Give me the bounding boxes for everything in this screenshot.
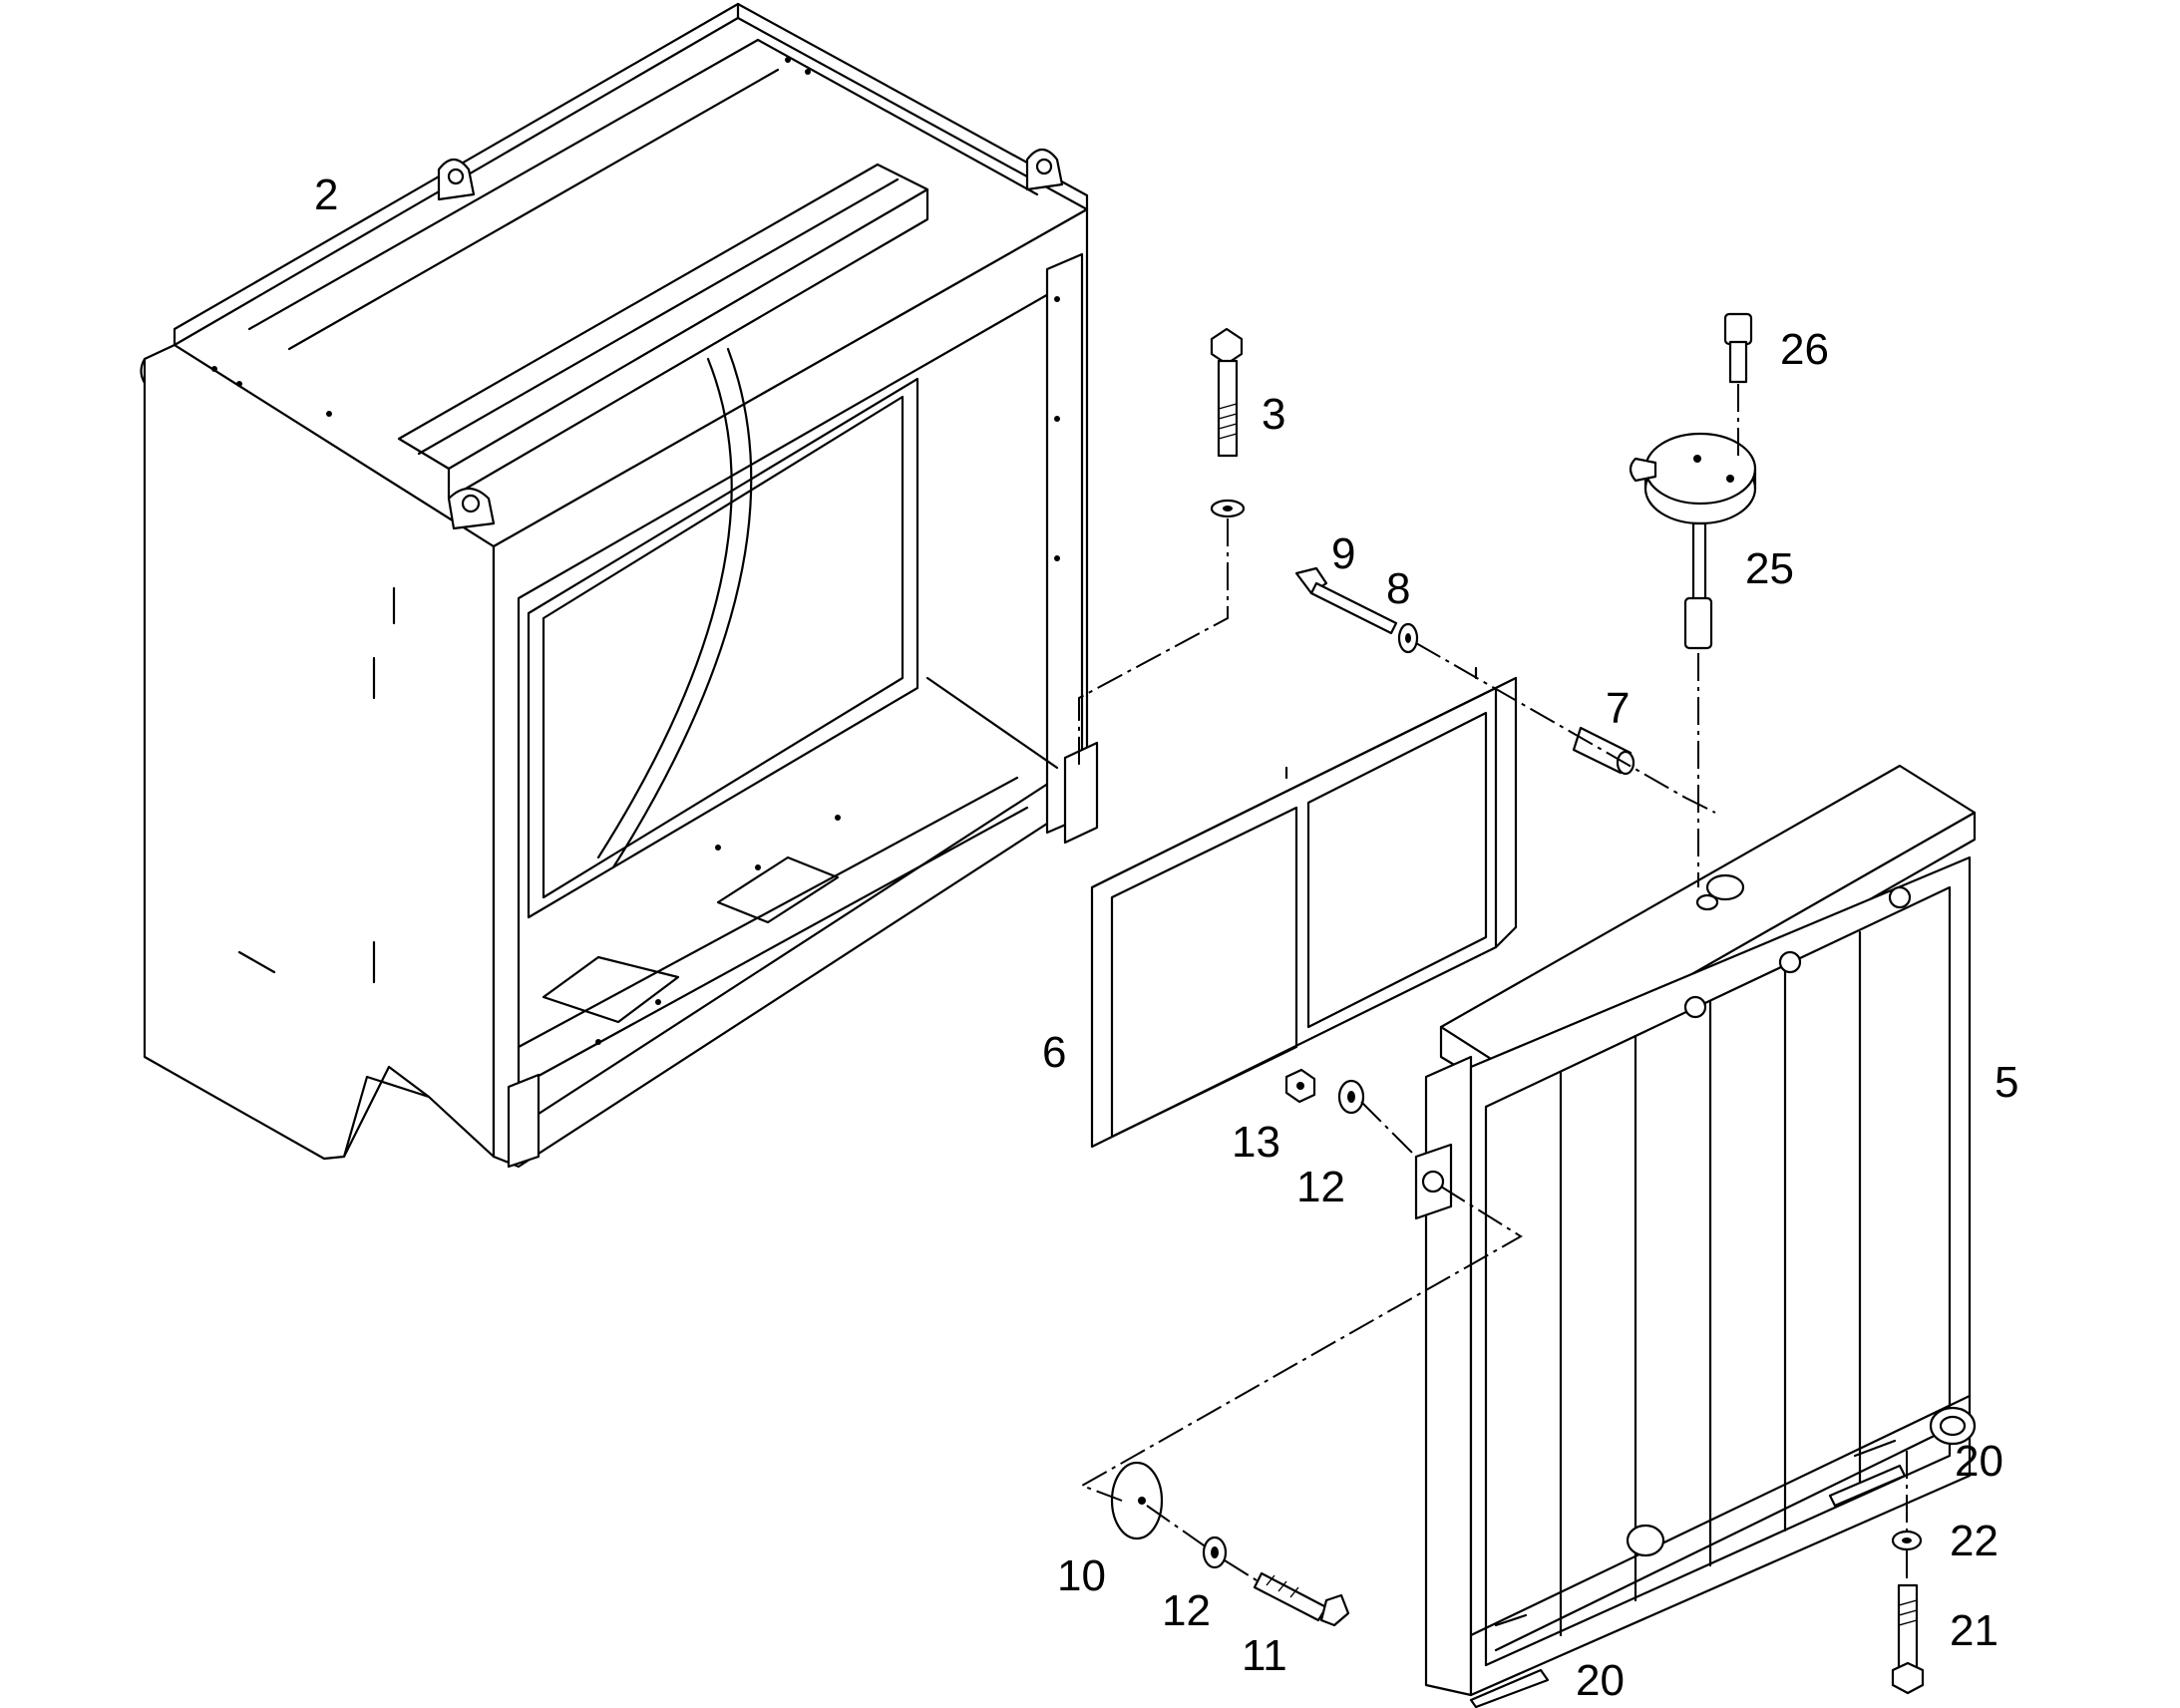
washer-12-upper [1337, 1079, 1365, 1115]
sleeve-7 [1572, 726, 1635, 776]
label-part-13: 13 [1232, 1118, 1280, 1167]
label-part-26: 26 [1780, 325, 1829, 374]
label-part-8: 8 [1386, 564, 1410, 613]
label-part-10: 10 [1057, 1551, 1106, 1600]
washer-12-lower [1202, 1536, 1228, 1569]
label-part-22: 22 [1950, 1517, 1998, 1565]
label-part-11: 11 [1242, 1631, 1287, 1680]
label-part-6: 6 [1042, 1028, 1066, 1077]
housing-hardware-dots [211, 57, 1060, 1045]
nut-13 [1284, 1068, 1316, 1104]
label-part-9: 9 [1331, 529, 1355, 578]
label-part-20-right: 20 [1955, 1437, 2003, 1486]
label-part-12-lower: 12 [1162, 1586, 1211, 1635]
label-part-25: 25 [1745, 544, 1794, 593]
plate-20-right [1828, 1464, 1907, 1508]
label-part-7: 7 [1606, 684, 1630, 733]
disk-10 [1110, 1461, 1164, 1540]
housing-frame [140, 2, 1099, 1169]
washer-8 [1397, 622, 1419, 654]
bolt-21 [1891, 1583, 1925, 1695]
cap-25 [1629, 432, 1757, 650]
label-part-20-bottom: 20 [1576, 1656, 1625, 1705]
label-part-3: 3 [1262, 390, 1285, 439]
label-part-21: 21 [1950, 1606, 1998, 1655]
label-part-5: 5 [1995, 1058, 2018, 1107]
screw-26 [1723, 312, 1753, 384]
label-part-12-upper: 12 [1296, 1163, 1345, 1211]
bolt-9 [1294, 566, 1398, 635]
label-part-2: 2 [314, 171, 338, 219]
callout-labels: 2 3 5 6 7 8 9 10 11 12 12 13 20 20 21 22… [314, 171, 2018, 1705]
radiator-core [1414, 764, 1977, 1697]
plate-20-bottom [1469, 1668, 1550, 1708]
bolt-11 [1253, 1571, 1350, 1627]
bolt-3 [1210, 327, 1246, 518]
washer-22 [1891, 1530, 1923, 1551]
assembly-lines [1078, 384, 1908, 1585]
